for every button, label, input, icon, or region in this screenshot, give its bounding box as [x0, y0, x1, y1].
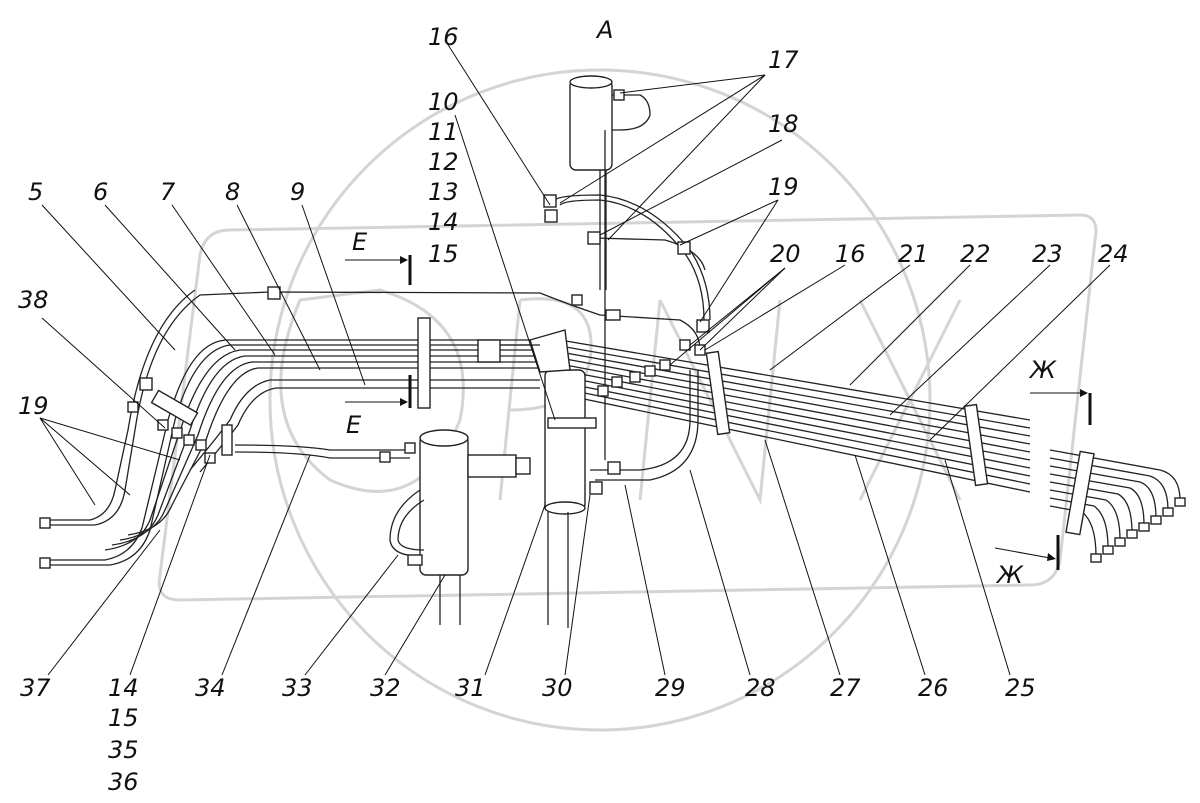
callout-12: 12	[428, 148, 459, 176]
callout-labels: А Е Е Ж Ж 5 6 7 8 9 10 11 12 13 14 15 16…	[18, 16, 1129, 796]
callout-20: 20	[770, 240, 801, 268]
callout-38: 38	[18, 286, 49, 314]
callout-7: 7	[160, 178, 176, 206]
callout-34: 34	[195, 674, 226, 702]
callout-30: 30	[542, 674, 573, 702]
callout-9: 9	[290, 178, 305, 206]
cylinder-upper	[569, 75, 651, 460]
pipe-ends-right	[1049, 449, 1186, 563]
callout-24: 24	[1098, 240, 1129, 268]
section-zh-lower: Ж	[995, 561, 1024, 589]
callout-18: 18	[768, 110, 799, 138]
callout-16-top: 16	[428, 23, 459, 51]
callout-17: 17	[768, 46, 799, 74]
callout-19-top: 19	[768, 173, 799, 201]
callout-14-top: 14	[428, 208, 459, 236]
watermark-logo	[157, 68, 1098, 732]
callout-16-mid: 16	[835, 240, 866, 268]
callout-15-bottom: 15	[108, 704, 139, 732]
callout-37: 37	[20, 674, 51, 702]
callout-35: 35	[108, 736, 139, 764]
callout-21: 21	[898, 240, 929, 268]
callout-5: 5	[28, 178, 43, 206]
fittings-left	[127, 377, 216, 464]
callout-13: 13	[428, 178, 459, 206]
callout-14-bottom: 14	[108, 674, 139, 702]
callout-33: 33	[282, 674, 313, 702]
callout-31: 31	[455, 674, 486, 702]
callout-8: 8	[225, 178, 240, 206]
callout-23: 23	[1032, 240, 1063, 268]
upper-loop-pipes	[267, 89, 711, 495]
pipe-bundle-main	[559, 339, 1031, 493]
cylinder-32	[234, 339, 540, 625]
callout-29: 29	[655, 674, 686, 702]
section-e-marks	[345, 255, 412, 408]
pipe-bundle-left	[40, 289, 701, 566]
section-zh-upper: Ж	[1028, 356, 1057, 384]
cylinder-lower	[529, 329, 597, 628]
callout-19-left: 19	[18, 392, 49, 420]
section-zh-marks	[994, 389, 1092, 570]
section-e-lower: Е	[346, 411, 362, 439]
section-e-upper: Е	[352, 228, 368, 256]
callout-15-top: 15	[428, 240, 459, 268]
callout-28: 28	[745, 674, 776, 702]
callout-27: 27	[830, 674, 861, 702]
callout-26: 26	[918, 674, 949, 702]
callout-36: 36	[108, 768, 139, 796]
view-label: А	[595, 16, 613, 44]
callout-32: 32	[370, 674, 401, 702]
callout-22: 22	[960, 240, 991, 268]
callout-25: 25	[1005, 674, 1036, 702]
clamps	[39, 317, 989, 569]
callout-10: 10	[428, 88, 459, 116]
callout-11: 11	[428, 118, 459, 146]
callout-6: 6	[93, 178, 108, 206]
leader-lines	[39, 39, 1111, 676]
